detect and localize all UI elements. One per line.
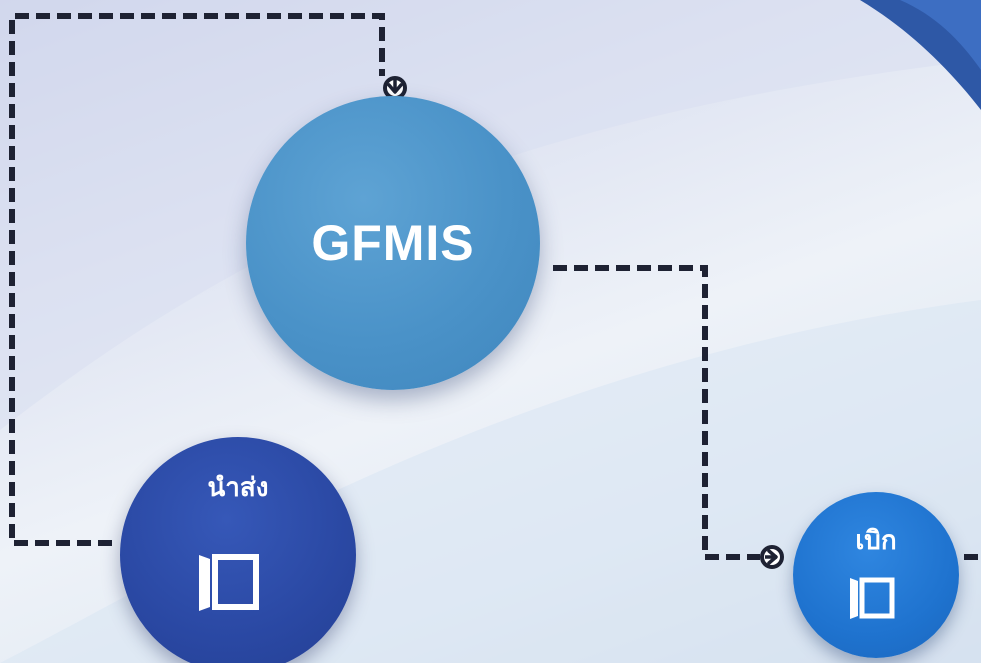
node-withdraw: เบิก bbox=[793, 492, 959, 658]
door-icon bbox=[850, 577, 895, 619]
door-icon bbox=[199, 554, 259, 611]
deposit-label: นำส่ง bbox=[207, 473, 269, 503]
withdraw-label: เบิก bbox=[855, 526, 897, 556]
node-deposit: นำส่ง bbox=[120, 437, 356, 663]
node-gfmis: GFMIS bbox=[246, 96, 540, 390]
gfmis-label: GFMIS bbox=[311, 215, 475, 271]
